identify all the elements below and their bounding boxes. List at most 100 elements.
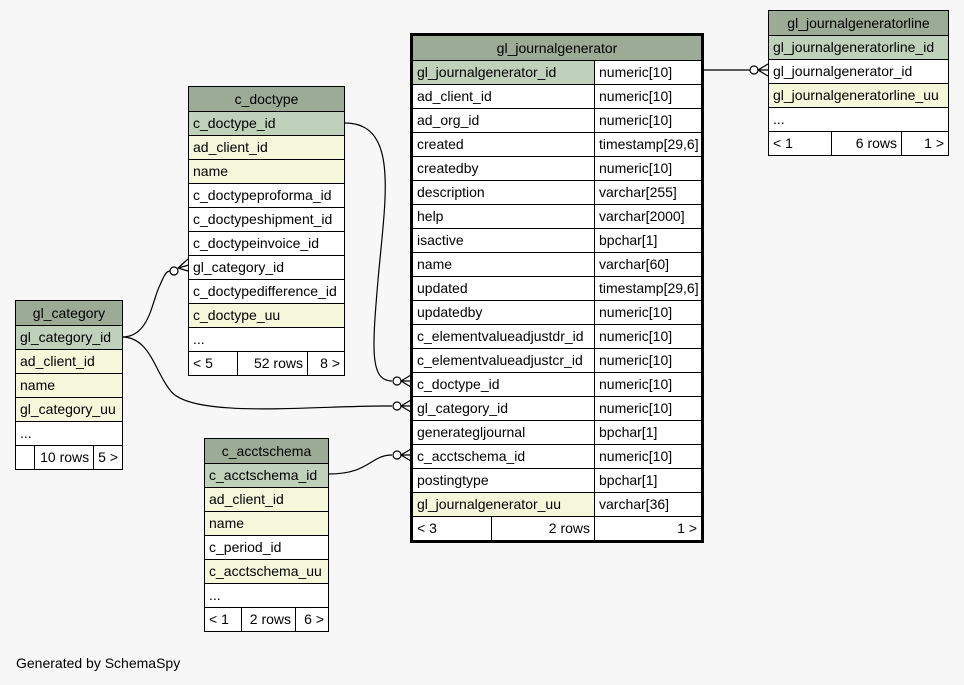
column-row[interactable]: gl_category_uu xyxy=(16,398,122,422)
column-row[interactable]: c_acctschema_id xyxy=(205,464,328,488)
footer-row-count: 10 rows xyxy=(33,446,93,469)
column-row[interactable]: name xyxy=(16,374,122,398)
column-name: gl_journalgeneratorline_id xyxy=(769,36,948,59)
footer-parents-link[interactable] xyxy=(16,446,34,469)
footer-row-count: 52 rows xyxy=(237,352,307,375)
column-row[interactable]: c_doctypeinvoice_id xyxy=(189,232,344,256)
column-row[interactable]: name xyxy=(189,160,344,184)
footer-children-link[interactable]: 6 > xyxy=(295,608,328,631)
column-name: c_period_id xyxy=(205,536,328,559)
column-row[interactable]: ... xyxy=(205,584,328,608)
column-name: gl_journalgeneratorline_uu xyxy=(769,84,948,107)
column-row[interactable]: gl_journalgeneratorline_id xyxy=(769,36,948,60)
column-name: name xyxy=(413,253,594,276)
column-type: numeric[10] xyxy=(594,445,701,468)
table-title: c_acctschema xyxy=(205,439,328,464)
column-row[interactable]: ... xyxy=(16,422,122,446)
column-name: name xyxy=(189,160,344,183)
edge-doctype-to-journalgenerator xyxy=(344,122,393,382)
column-name: updated xyxy=(413,277,594,300)
column-name: name xyxy=(16,374,122,397)
footer-parents-link[interactable]: < 3 xyxy=(417,520,437,536)
column-type: numeric[10] xyxy=(594,109,701,132)
table-title: gl_journalgenerator xyxy=(413,36,701,61)
footer-children-link[interactable]: 1 > xyxy=(901,132,948,155)
column-type: numeric[10] xyxy=(594,85,701,108)
column-row[interactable]: gl_category_id xyxy=(16,326,122,350)
column-row[interactable]: gl_journalgeneratorline_uu xyxy=(769,84,948,108)
column-name: description xyxy=(413,181,594,204)
column-type: numeric[10] xyxy=(594,397,701,420)
column-name: c_elementvalueadjustdr_id xyxy=(413,325,594,348)
column-name: c_doctypeinvoice_id xyxy=(189,232,344,255)
footer-parents-link[interactable]: < 1 xyxy=(209,611,229,627)
column-row[interactable]: ad_client_id xyxy=(205,488,328,512)
column-row[interactable]: ... xyxy=(189,328,344,352)
column-row[interactable]: gl_category_id xyxy=(189,256,344,280)
column-name: createdby xyxy=(413,157,594,180)
column-name: ... xyxy=(189,328,344,351)
column-row[interactable]: c_acctschema_uu xyxy=(205,560,328,584)
column-row[interactable]: c_doctype_id xyxy=(189,112,344,136)
footer-children-link[interactable]: 1 > xyxy=(594,517,701,540)
column-row[interactable]: gl_journalgenerator_id xyxy=(769,60,948,84)
column-type: varchar[2000] xyxy=(594,205,701,228)
column-row[interactable]: c_doctypeproforma_id xyxy=(189,184,344,208)
column-type: numeric[10] xyxy=(594,325,701,348)
footer-row-count: 2 rows xyxy=(241,608,295,631)
footer-parents-link[interactable]: < 5 xyxy=(193,355,213,371)
column-type: bpchar[1] xyxy=(594,469,701,492)
column-name: c_doctype_id xyxy=(413,373,594,396)
column-row[interactable]: ... xyxy=(769,108,948,132)
column-name: gl_journalgenerator_id xyxy=(413,61,594,84)
footer-children-link[interactable]: 5 > xyxy=(93,446,122,469)
footer-parents-link[interactable]: < 1 xyxy=(773,135,793,151)
column-name: help xyxy=(413,205,594,228)
table-title: gl_journalgeneratorline xyxy=(769,11,948,36)
column-row[interactable]: ad_client_id xyxy=(16,350,122,374)
column-row[interactable]: ad_client_id xyxy=(189,136,344,160)
table-title: c_doctype xyxy=(189,87,344,112)
column-row[interactable]: c_doctype_uu xyxy=(189,304,344,328)
column-name: c_doctypeproforma_id xyxy=(189,184,344,207)
column-row[interactable]: c_doctypeshipment_id xyxy=(189,208,344,232)
generated-by-label: Generated by SchemaSpy xyxy=(16,655,181,671)
column-row[interactable]: c_doctypedifference_id xyxy=(189,280,344,304)
column-name: postingtype xyxy=(413,469,594,492)
column-type: bpchar[1] xyxy=(594,229,701,252)
edge-acctschema-crowfoot-circle xyxy=(392,450,402,460)
column-row[interactable]: name xyxy=(205,512,328,536)
column-row[interactable]: c_period_id xyxy=(205,536,328,560)
column-name: c_elementvalueadjustcr_id xyxy=(413,349,594,372)
column-name: ad_client_id xyxy=(189,136,344,159)
column-name: c_acctschema_id xyxy=(205,464,328,487)
footer-children-link[interactable]: 8 > xyxy=(307,352,344,375)
column-name: created xyxy=(413,133,594,156)
